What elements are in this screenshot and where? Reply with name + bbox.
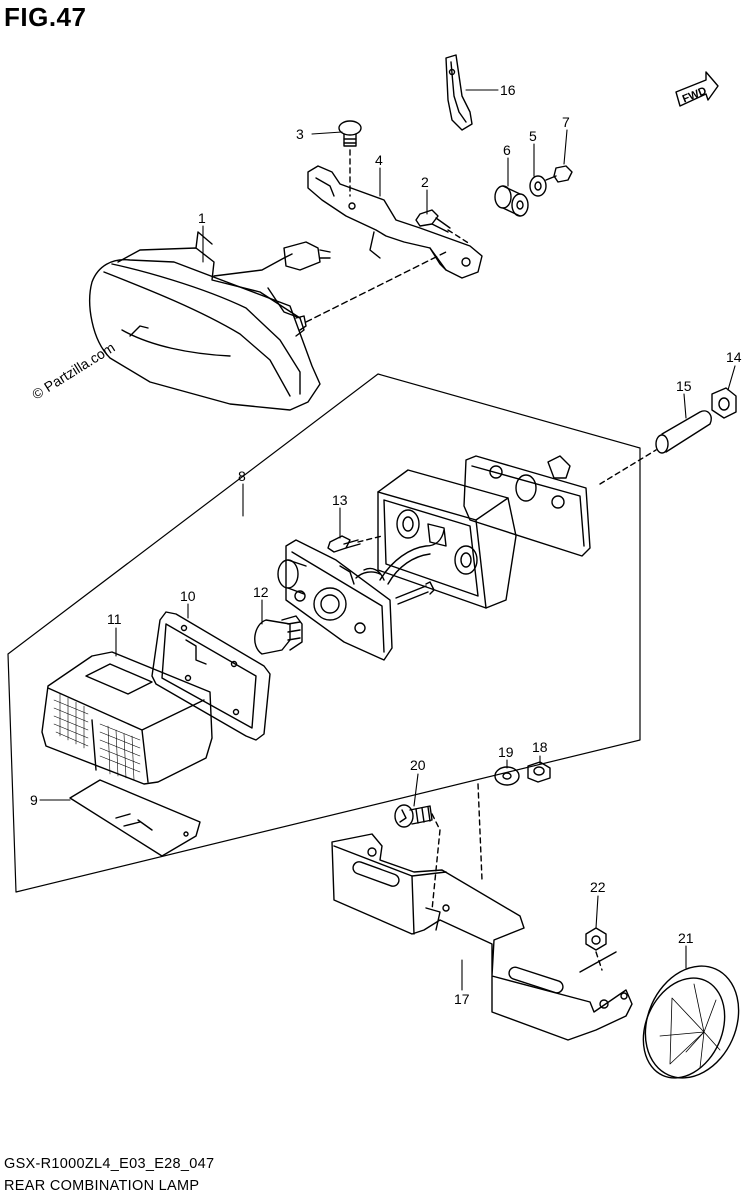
lamp-rear-gasket [463,455,591,557]
part-4-bracket [307,165,483,279]
callout-20: 20 [410,757,426,773]
part-3-screw [338,120,362,147]
diagram-name: REAR COMBINATION LAMP [4,1178,200,1194]
lamp-socket-plate [277,539,393,661]
callout-15: 15 [676,378,692,394]
part-22-nut [585,927,607,951]
callout-1: 1 [198,210,206,226]
part-5-washer [529,175,547,197]
part-13-screw [327,535,361,553]
part-19-washer [494,766,520,786]
callout-13: 13 [332,492,348,508]
callout-2: 2 [421,174,429,190]
callout-8: 8 [238,468,246,484]
part-10-gasket [151,611,271,741]
callout-7: 7 [562,114,570,130]
callout-9: 9 [30,792,38,808]
part-20-bolt [394,804,433,828]
callout-12: 12 [253,584,269,600]
model-code: GSX-R1000ZL4_E03_E28_047 [4,1156,215,1172]
part-9-plate [69,779,201,857]
callout-18: 18 [532,739,548,755]
part-11-lens [41,651,213,785]
part-2-bolt [415,209,451,233]
callout-17: 17 [454,991,470,1007]
part-15-spacer [655,410,712,454]
callout-4: 4 [375,152,383,168]
part-16-clamp [445,54,473,131]
callout-10: 10 [180,588,196,604]
part-1-lamp-housing [89,231,331,411]
leader-lines [39,89,736,991]
part-12-bulb [254,615,303,655]
callout-14: 14 [726,349,742,365]
part-8-boundary [7,373,641,893]
callout-19: 19 [498,744,514,760]
part-14-nut [711,387,737,419]
callout-6: 6 [503,142,511,158]
callout-11: 11 [107,611,122,627]
callout-5: 5 [529,128,537,144]
callout-labels: 1 2 3 4 5 6 7 8 9 10 11 12 13 14 15 16 1… [30,82,742,1007]
lamp-case-block [377,469,517,609]
callout-16: 16 [500,82,516,98]
callout-21: 21 [678,930,694,946]
part-21-reflector [642,965,740,1079]
part-7-screw [545,165,573,183]
part-6-grommet [494,185,529,217]
callout-3: 3 [296,126,304,142]
figure-title: FIG.47 [4,2,87,32]
watermark: © Partzilla.com [29,339,117,403]
callout-22: 22 [590,879,606,895]
fwd-arrow-icon: FWD [675,71,719,107]
part-17-bracket [331,833,633,1041]
